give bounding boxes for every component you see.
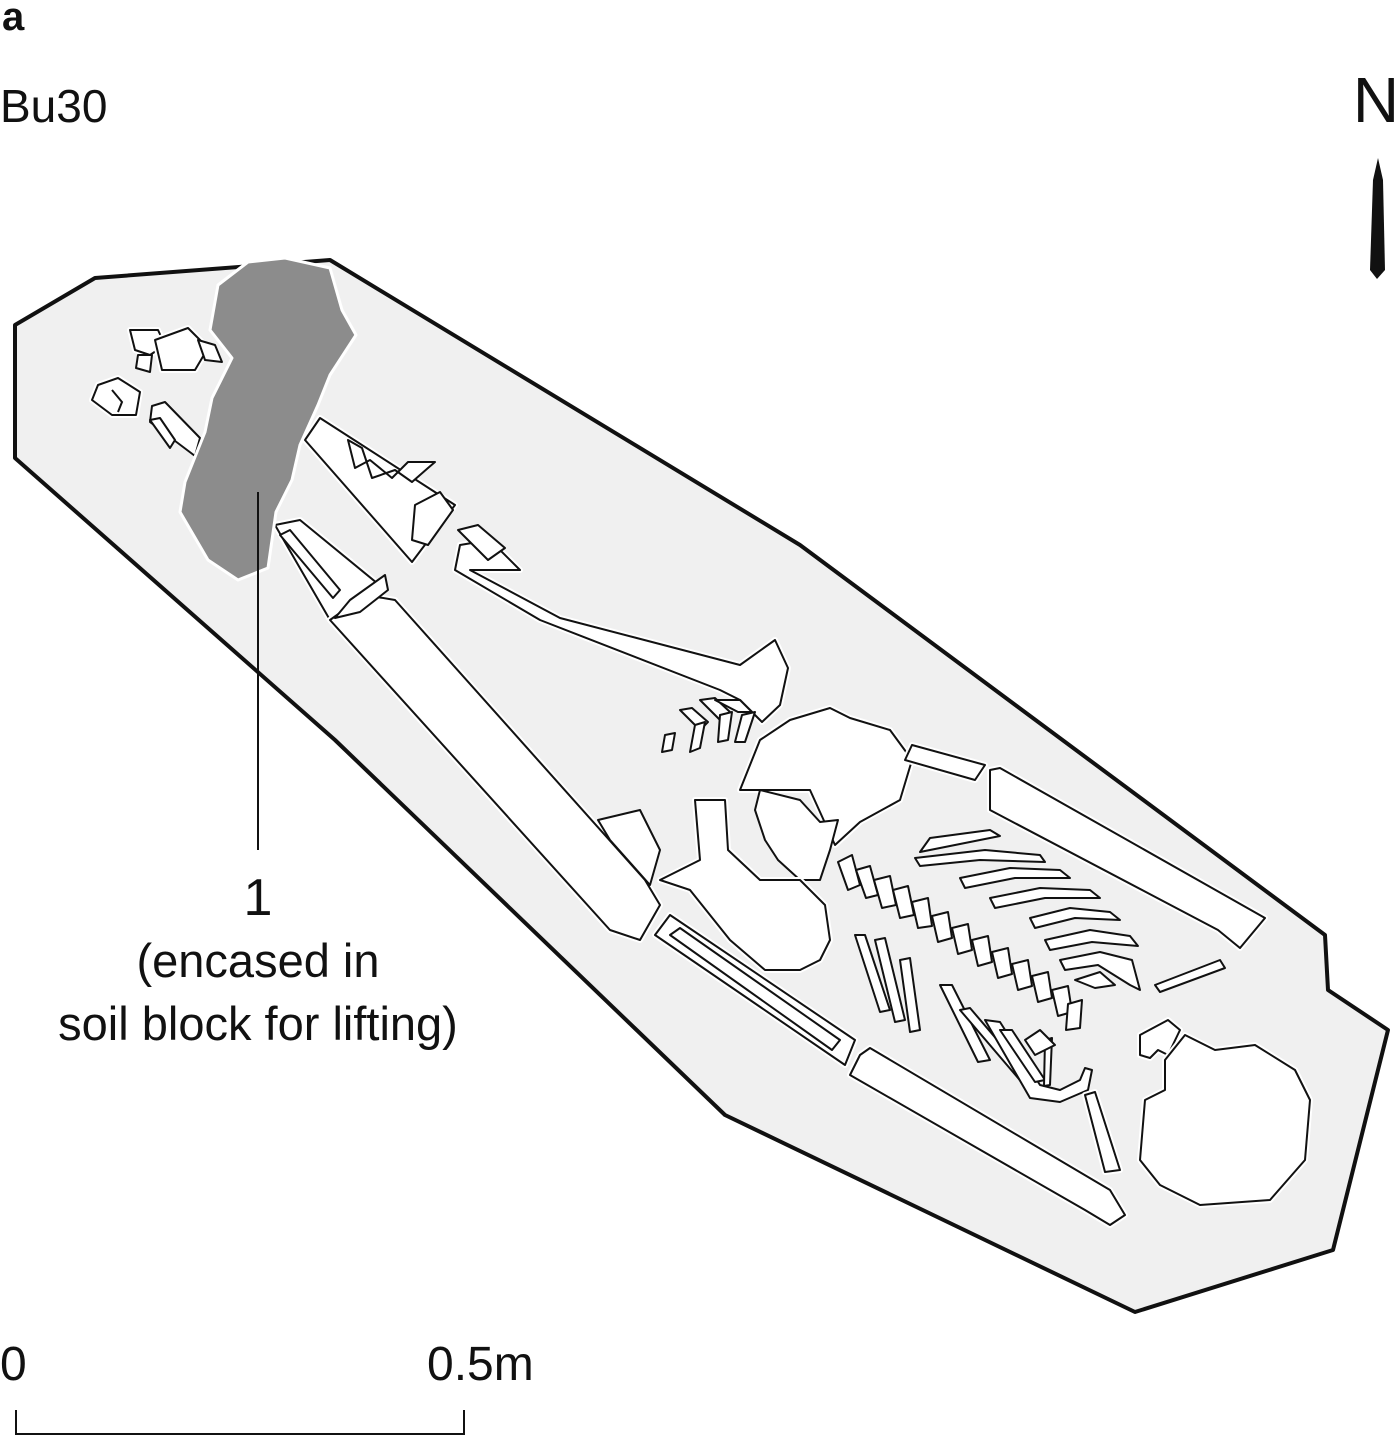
pelvis-left-ilium — [659, 799, 831, 971]
sacrum — [754, 789, 839, 881]
skeleton — [89, 325, 1313, 1228]
scale-bar: 0 0.5m — [0, 1338, 534, 1435]
soil-block — [178, 256, 358, 582]
right-femur — [454, 539, 789, 723]
hand-bones-right — [661, 697, 756, 753]
ribs-right — [914, 829, 1226, 993]
foot-bones-right — [127, 325, 223, 373]
scale-end-label: 0.5m — [427, 1338, 534, 1391]
cranium — [1139, 1034, 1311, 1206]
callout-number: 1 — [244, 869, 273, 927]
north-arrow: N — [1353, 64, 1399, 279]
callout-text-line1: (encased in — [137, 934, 380, 987]
right-humerus — [989, 767, 1266, 949]
vertebral-column — [837, 854, 1083, 1031]
burial-code: Bu30 — [0, 80, 107, 132]
north-arrow-icon — [1370, 158, 1385, 279]
right-radius — [904, 744, 986, 781]
scale-bar-line — [15, 1410, 465, 1435]
left-humerus — [849, 1047, 1126, 1226]
ribs-left — [854, 934, 1093, 1103]
scale-start-label: 0 — [0, 1338, 27, 1391]
panel-label: a — [2, 0, 25, 39]
callout-text-line2: soil block for lifting) — [58, 997, 458, 1050]
foot-bones-left — [89, 375, 201, 457]
mandible — [1139, 1019, 1181, 1059]
left-clavicle — [1084, 1091, 1121, 1173]
north-label: N — [1353, 64, 1399, 136]
